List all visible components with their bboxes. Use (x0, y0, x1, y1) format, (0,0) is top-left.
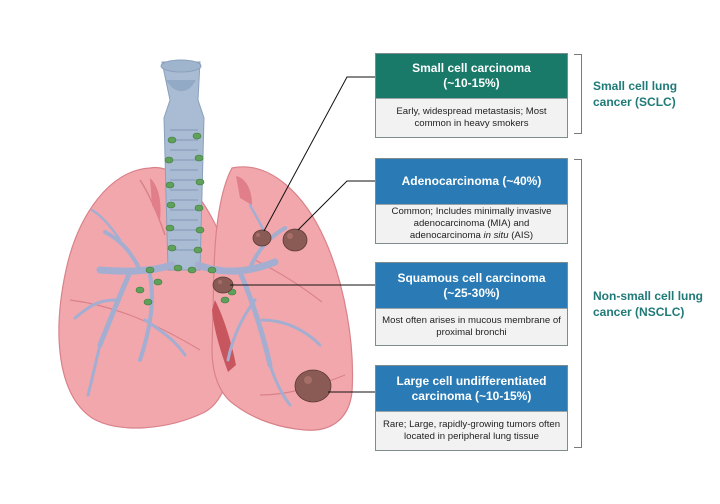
description-text: (AIS) (508, 230, 534, 241)
card-large-cell: Large cell undifferentiated carcinoma (~… (375, 365, 568, 451)
tumor-adeno (282, 228, 308, 252)
card-squamous: Squamous cell carcinoma (~25-30%) Most o… (375, 262, 568, 346)
description-italic: in situ (483, 230, 509, 241)
description-line: Rare; Large, rapidly-growing tumors (382, 419, 537, 430)
description-line: common in heavy smokers (414, 118, 529, 129)
description-line: Most often arises in mucous (382, 315, 502, 326)
right-lung (58, 166, 233, 429)
leader-small-cell (263, 76, 375, 232)
card-title: Small cell carcinoma (~10-15%) (376, 54, 567, 98)
bronchial-tree (73, 203, 322, 407)
description-line: Common; Includes minimally invasive (391, 206, 552, 217)
card-small-cell: Small cell carcinoma (~10-15%) Early, wi… (375, 53, 568, 138)
tumor-large-cell (294, 369, 332, 403)
card-title: Adenocarcinoma (~40%) (376, 159, 567, 204)
tumor-small-cell (252, 229, 272, 247)
trachea (160, 59, 205, 271)
lymph-nodes (135, 132, 237, 306)
card-title: Large cell undifferentiated carcinoma (~… (376, 366, 567, 411)
description-line: often located in peripheral lung tissue (404, 419, 561, 442)
description-text: adenocarcinoma (409, 230, 484, 241)
leader-lines (230, 76, 375, 393)
card-description: Most often arises in mucous membrane of … (376, 308, 567, 345)
leader-adeno (297, 180, 375, 231)
card-description: Common; Includes minimally invasive aden… (376, 204, 567, 243)
card-adenocarcinoma: Adenocarcinoma (~40%) Common; Includes m… (375, 158, 568, 244)
tumors (212, 228, 332, 403)
description-line: adenocarcinoma (MIA) and (413, 218, 530, 229)
card-title: Squamous cell carcinoma (~25-30%) (376, 263, 567, 308)
card-description: Early, widespread metastasis; Most commo… (376, 98, 567, 137)
description-line: membrane of proximal bronchi (436, 315, 561, 338)
bracket-sclc (574, 54, 582, 134)
description-line: Early, widespread metastasis; Most (396, 106, 547, 117)
description-line: adenocarcinoma in situ (AIS) (410, 230, 533, 241)
group-label-sclc: Small cell lung cancer (SCLC) (593, 79, 678, 109)
card-description: Rare; Large, rapidly-growing tumors ofte… (376, 411, 567, 450)
bracket-nsclc (574, 159, 582, 448)
group-label-nsclc: Non-small cell lung cancer (NSCLC) (593, 289, 704, 319)
